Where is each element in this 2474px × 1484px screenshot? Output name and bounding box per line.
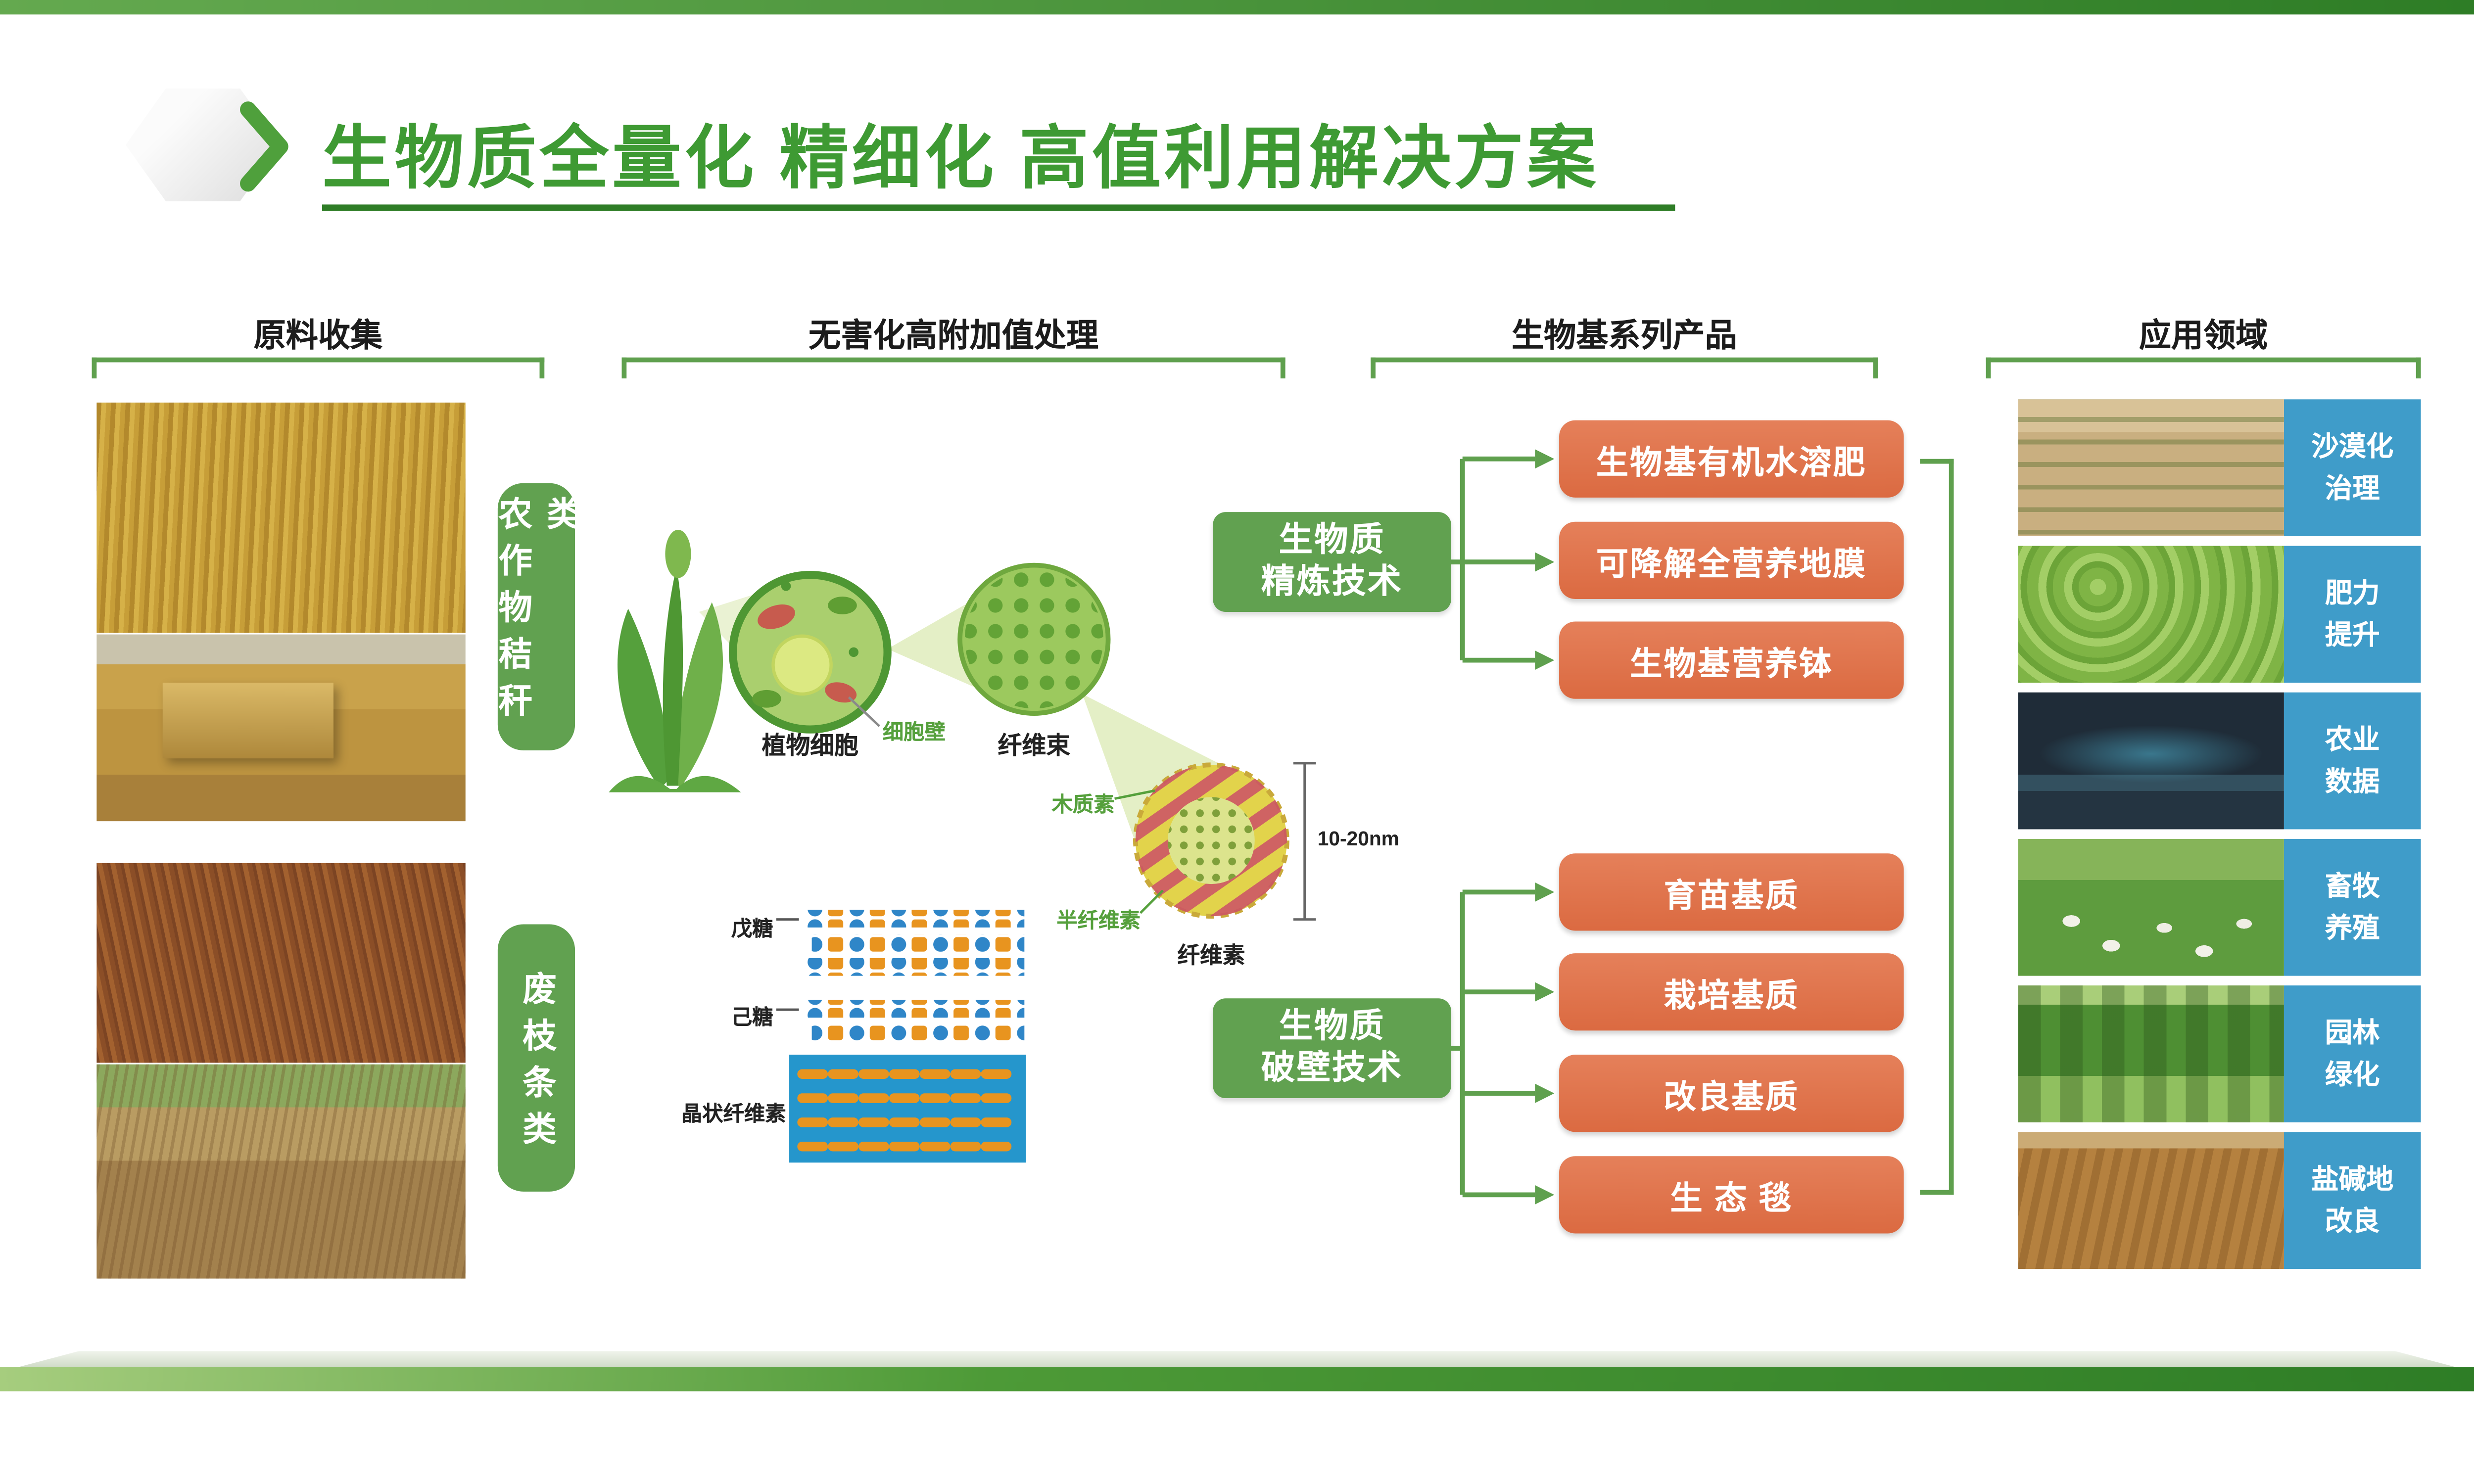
cell-wall-leader-line [848, 696, 881, 727]
tech-wall-breaking-line2: 破壁技术 [1261, 1050, 1403, 1087]
photo-livestock-breeding [2018, 838, 2284, 976]
bracket-applications [1986, 357, 2421, 378]
page-title: 生物质全量化 精细化 高值利用解决方案 [322, 121, 1600, 198]
tech-box-wall-breaking: 生物质 破壁技术 [1213, 998, 1451, 1099]
label-crystalline-cellulose: 晶状纤维素 [681, 1101, 786, 1126]
photo-orchard-waste [96, 1064, 466, 1279]
photo-saline-land-improvement [2018, 1132, 2284, 1269]
application-row: 盐碱地 改良 [2018, 1132, 2421, 1269]
application-label-line: 园林 [2325, 1018, 2380, 1049]
product-improved-substrate: 改良基质 [1559, 1055, 1904, 1132]
label-hexose: 己糖 [731, 1005, 773, 1029]
label-cell-wall: 细胞壁 [882, 720, 946, 744]
photo-corn-straw [96, 402, 466, 633]
plant-illustration [609, 529, 741, 792]
product-connector-arrows [1451, 449, 1555, 1205]
application-label-line: 绿化 [2325, 1059, 2380, 1090]
application-label-agdata: 农业 数据 [2284, 692, 2421, 830]
title-underline [322, 204, 1675, 211]
chevron-right-icon [240, 101, 288, 192]
application-label-line: 畜牧 [2325, 871, 2380, 902]
application-label-line: 肥力 [2325, 578, 2380, 609]
category-crop-straw: 农作物秸秆类 [494, 483, 580, 750]
application-row: 畜牧 养殖 [2018, 838, 2421, 976]
application-label-line: 治理 [2325, 472, 2380, 504]
products-to-applications-bracket [1920, 459, 1954, 1195]
tech-refining-line2: 精炼技术 [1261, 563, 1403, 601]
application-row: 肥力 提升 [2018, 546, 2421, 683]
application-label-line: 数据 [2325, 765, 2380, 796]
column-header-products: 生物基系列产品 [1512, 319, 1737, 355]
photo-landscape-greening [2018, 985, 2284, 1122]
application-row: 沙漠化 治理 [2018, 399, 2421, 536]
lignin-leader-line [1114, 789, 1155, 800]
application-label-landscape: 园林 绿化 [2284, 985, 2421, 1122]
application-label-fertility: 肥力 提升 [2284, 546, 2421, 683]
application-row: 农业 数据 [2018, 692, 2421, 830]
bracket-products [1371, 357, 1878, 378]
label-hemicellulose: 半纤维素 [1056, 908, 1141, 932]
bracket-collection [92, 357, 545, 378]
application-label-line: 农业 [2325, 724, 2380, 755]
product-cultivation-substrate: 栽培基质 [1559, 953, 1904, 1031]
label-lignin: 木质素 [1051, 792, 1115, 817]
fiber-bundle-illustration [957, 562, 1111, 716]
plant-cell-illustration [728, 570, 892, 734]
product-degradable-mulch-film: 可降解全营养地膜 [1559, 521, 1904, 599]
application-label-saline: 盐碱地 改良 [2284, 1132, 2421, 1269]
tech-wall-breaking-line1: 生物质 [1279, 1007, 1385, 1045]
application-row: 园林 绿化 [2018, 985, 2421, 1122]
processing-diagram [609, 529, 1316, 1163]
product-eco-blanket: 生 态 毯 [1559, 1156, 1904, 1234]
application-label-line: 盐碱地 [2311, 1164, 2394, 1195]
top-accent-bar [0, 0, 2474, 15]
label-cellulose: 纤维素 [1177, 942, 1245, 968]
hexose-chain-diagram [776, 1000, 1025, 1042]
tech-refining-line1: 生物质 [1279, 521, 1385, 558]
label-fiber-bundle: 纤维束 [998, 733, 1071, 760]
photo-fertility-improvement [2018, 546, 2284, 683]
category-waste-branches: 废枝条类 [497, 924, 575, 1192]
column-header-processing: 无害化高附加值处理 [809, 319, 1099, 355]
product-nutrition-pot: 生物基营养钵 [1559, 621, 1904, 699]
hemicellulose-leader-line [1139, 889, 1164, 914]
photo-pruned-branches [96, 863, 466, 1063]
label-scale-10-20nm: 10-20nm [1317, 828, 1399, 850]
photo-agricultural-data [2018, 692, 2284, 830]
bottom-green-band [0, 1367, 2474, 1391]
product-seedling-substrate: 育苗基质 [1559, 853, 1904, 931]
tech-box-refining: 生物质 精炼技术 [1213, 512, 1451, 612]
crystalline-cellulose-diagram [789, 1055, 1026, 1163]
column-header-collection: 原料收集 [253, 319, 383, 355]
label-plant-cell: 植物细胞 [761, 733, 859, 760]
scale-dimension [1293, 762, 1316, 921]
application-label-livestock: 畜牧 养殖 [2284, 838, 2421, 976]
application-label-line: 改良 [2325, 1205, 2380, 1236]
label-pentose: 戊糖 [731, 916, 773, 941]
slide: 生物质全量化 精细化 高值利用解决方案 原料收集 无害化高附加值处理 生物基系列… [0, 0, 2474, 1391]
product-water-soluble-fertilizer: 生物基有机水溶肥 [1559, 420, 1904, 498]
application-label-line: 沙漠化 [2311, 431, 2394, 463]
bracket-processing [621, 357, 1285, 378]
application-label-line: 养殖 [2325, 912, 2380, 943]
pentose-chain-diagram [776, 910, 1025, 976]
photo-desertification-control [2018, 399, 2284, 536]
application-label-desert: 沙漠化 治理 [2284, 399, 2421, 536]
column-header-applications: 应用领域 [2139, 319, 2268, 355]
photo-straw-bales [96, 634, 466, 822]
application-label-line: 提升 [2325, 619, 2380, 650]
